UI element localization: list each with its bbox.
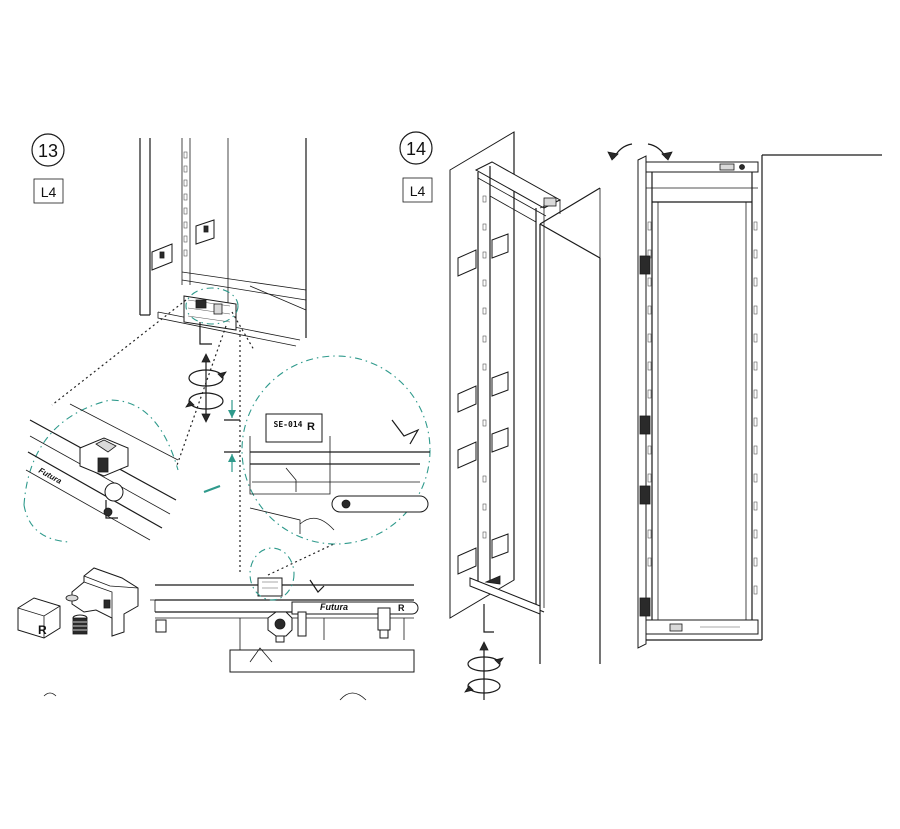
front-view-door-clips — [639, 255, 651, 617]
step-13-badge-text: SE-014 — [274, 420, 303, 429]
allen-key-icon — [199, 322, 212, 345]
step-13-rail-detail-marker — [249, 547, 295, 601]
step-13-runner-mechanism — [183, 295, 237, 331]
step-13-cabinet — [139, 138, 307, 347]
step-13: 13 L4 — [17, 133, 431, 673]
step-13-rail-mark: R — [398, 603, 405, 613]
step-13-detail-left: Futura — [23, 399, 179, 552]
step-14-cabinet — [539, 187, 601, 664]
step-13-clip-part — [79, 437, 129, 477]
step-14-number: 14 — [406, 139, 426, 159]
step-13-tool-badge: L4 — [33, 178, 64, 204]
step-13-number: 13 — [38, 141, 58, 161]
step-14-allen-key-icon — [483, 604, 494, 633]
step-13-rail-brand-text: Futura — [320, 602, 348, 612]
step-13-cap-part: R — [17, 597, 61, 639]
step-13-tool-label: L4 — [41, 184, 57, 200]
step-13-badge-mark: R — [307, 421, 315, 433]
front-view-pullout-frame — [639, 161, 762, 641]
step-13-number-badge: 13 — [31, 133, 65, 167]
step-13-lock-badge: SE-014 R — [265, 413, 323, 443]
front-view-frame-holes — [647, 221, 758, 595]
front-view-door-edge — [637, 155, 647, 649]
step-13-gap-indicator — [203, 400, 240, 494]
front-view — [599, 143, 882, 649]
step-13-screw — [72, 614, 88, 635]
step-14-door-brackets — [457, 233, 509, 575]
step-14: 14 L4 — [399, 131, 601, 700]
step-13-bottom-rail: Futura R — [150, 577, 419, 673]
step-14-frame-holes — [482, 195, 487, 539]
step-14-tool-label: L4 — [410, 183, 426, 199]
step-14-tool-badge: L4 — [402, 177, 433, 203]
rotate-arrows-icon — [185, 353, 227, 423]
step-14-number-badge: 14 — [399, 131, 433, 165]
step-13-detail-marker — [185, 287, 239, 325]
tilt-arrows-icon — [607, 143, 673, 161]
step-13-hex-adjuster — [267, 611, 293, 643]
step-13-exploded-parts: R — [17, 567, 139, 639]
step-13-bracket-upper — [151, 219, 215, 271]
step-13-rail-hook — [103, 482, 124, 519]
step-14-pullout-frame — [457, 161, 562, 615]
step-13-cap-mark: R — [38, 623, 47, 637]
front-view-cabinet — [599, 154, 882, 640]
step-13-detail-right: SE-014 R — [203, 355, 431, 545]
step-14-rotate-arrows-icon — [464, 641, 504, 700]
step-13-frame-holes — [183, 151, 188, 257]
